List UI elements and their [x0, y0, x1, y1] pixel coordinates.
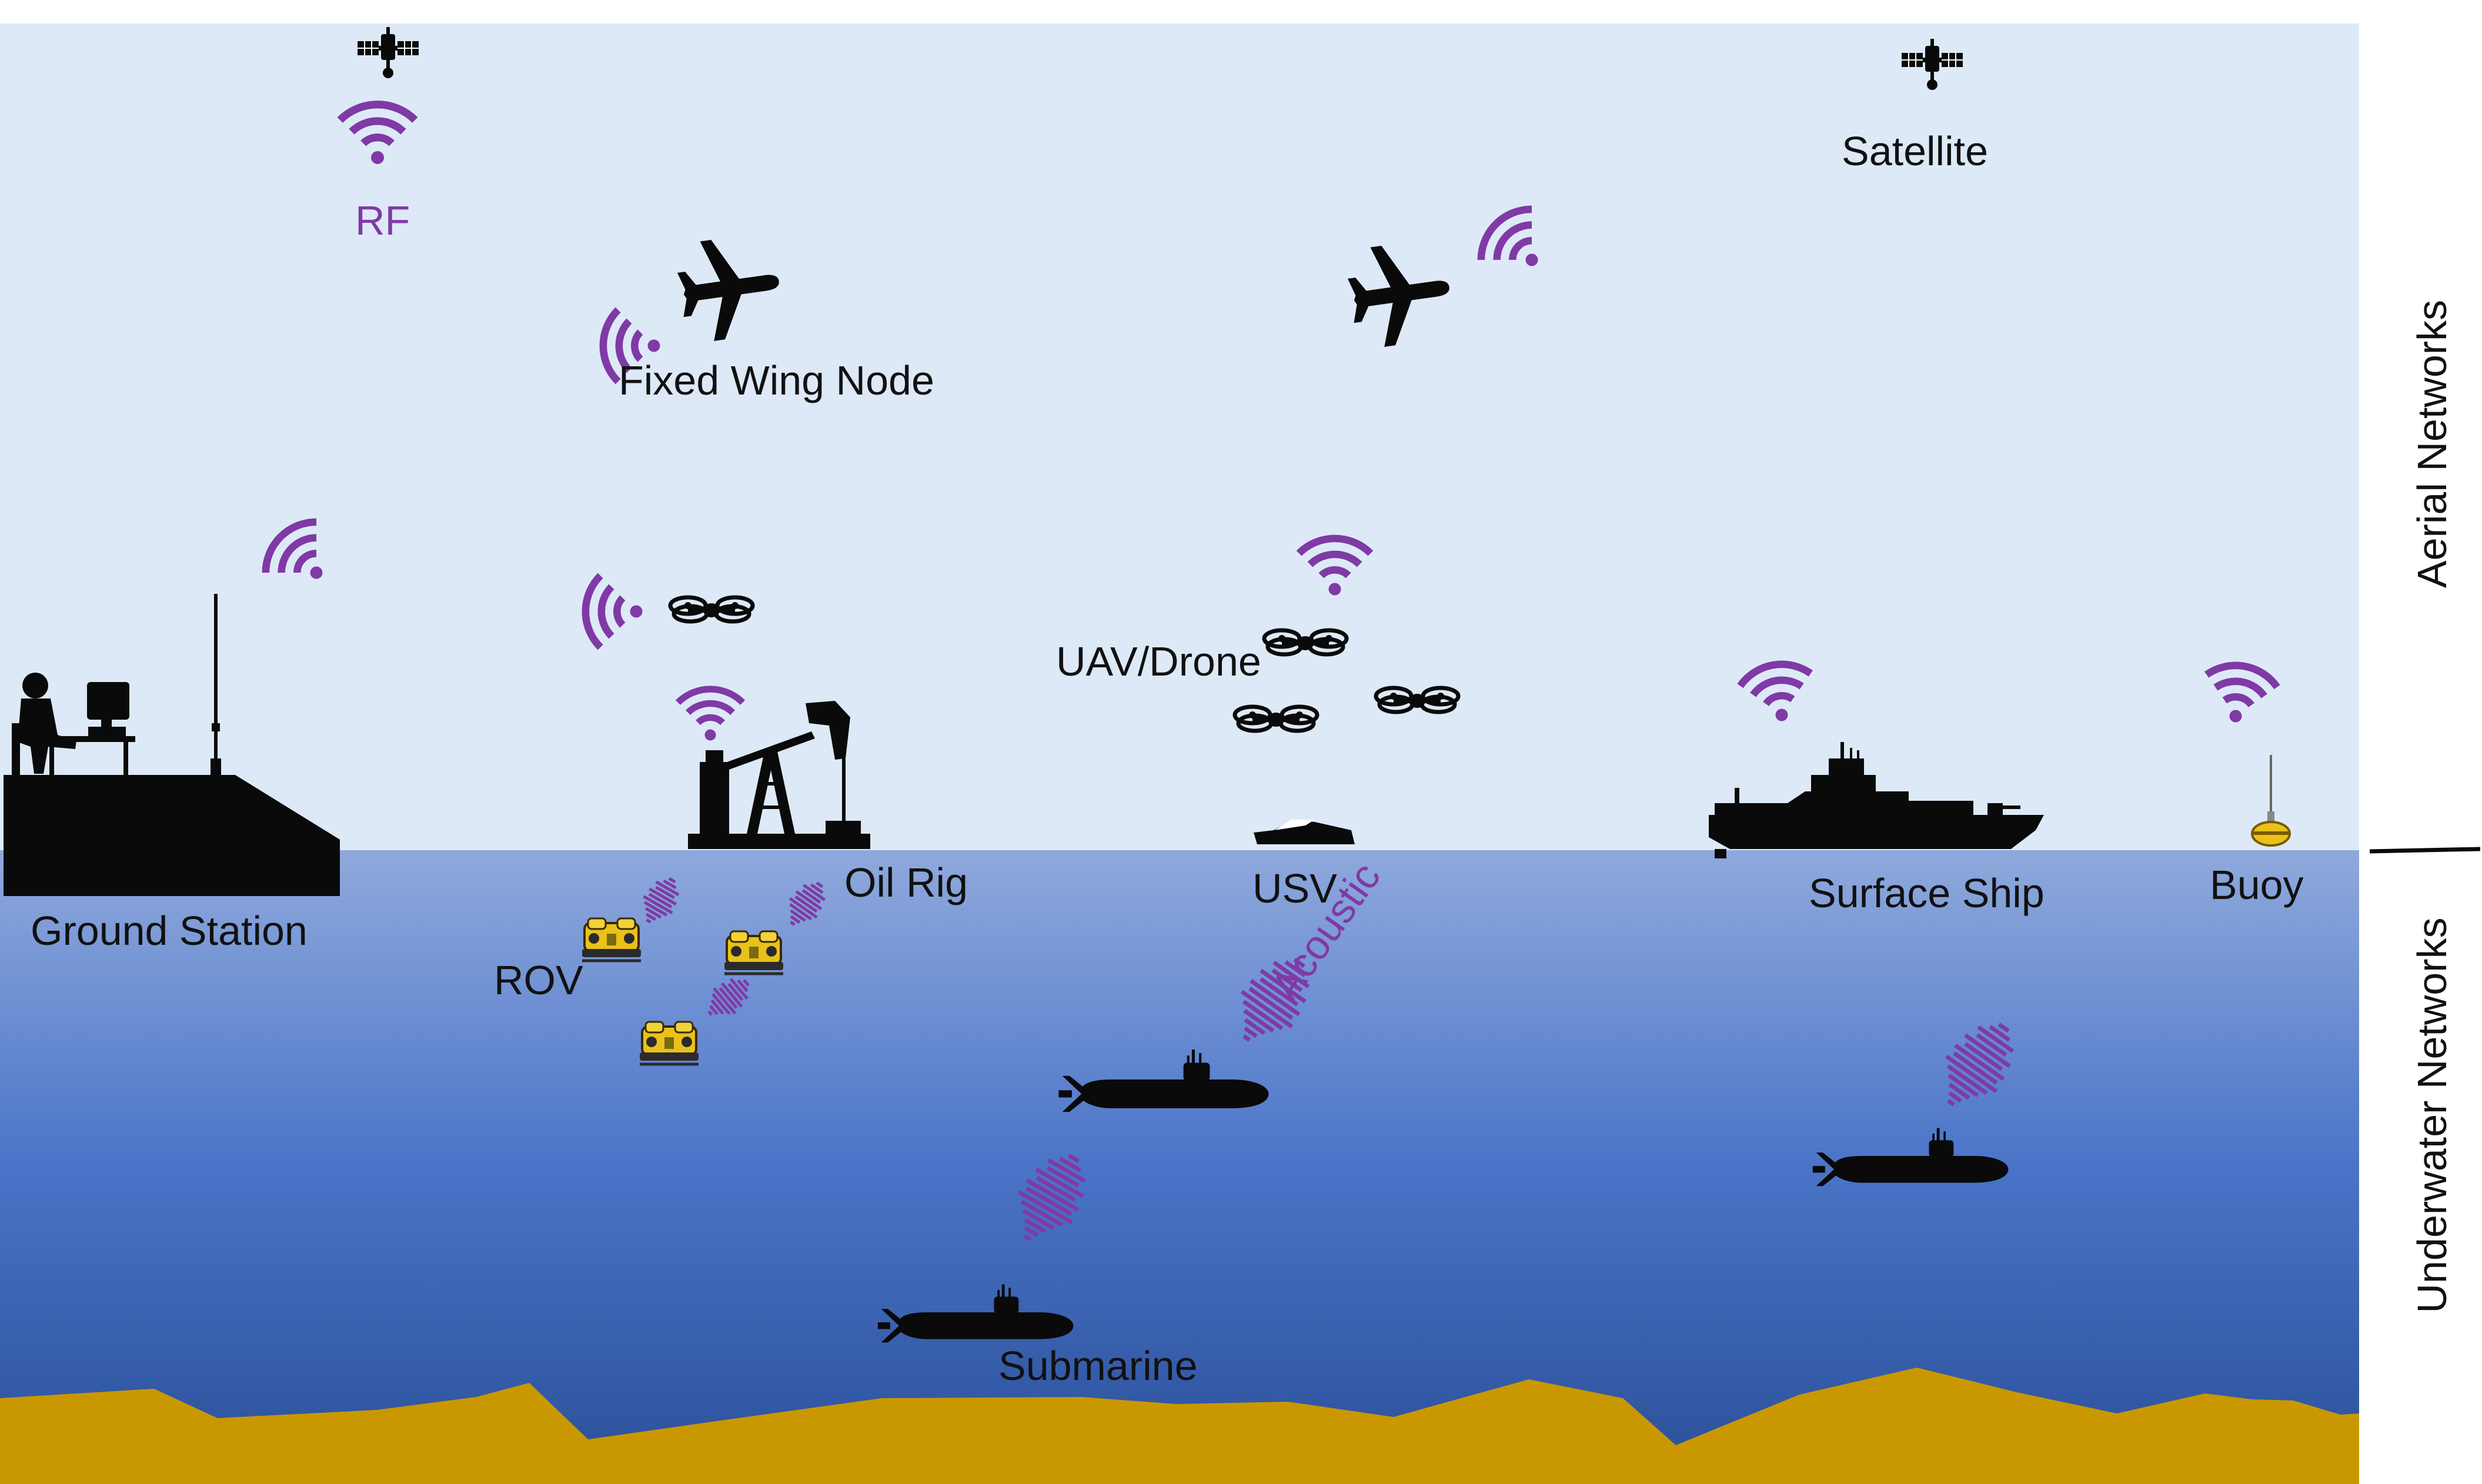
rov-icon [640, 1022, 699, 1064]
buoy-label: Buoy [2210, 862, 2304, 908]
ship-icon [1709, 742, 2044, 858]
sky-background [0, 24, 2359, 850]
oil-rig-label: Oil Rig [844, 860, 968, 905]
fixed-wing-node-label: Fixed Wing Node [619, 357, 934, 403]
aerial-networks-label: Aerial Networks [2409, 299, 2455, 589]
rov-icon [724, 931, 783, 974]
buoy-icon [2251, 755, 2291, 847]
pumpjack-icon [688, 701, 870, 849]
seabed [0, 1368, 2359, 1484]
satellite-label: Satellite [1842, 128, 1989, 174]
rov-label: ROV [494, 957, 583, 1003]
ground-station-label: Ground Station [31, 908, 308, 954]
ground-station-platform [4, 594, 340, 896]
submarine-label: Submarine [998, 1343, 1198, 1389]
uav-drone-label: UAV/Drone [1056, 639, 1261, 684]
layer-divider [2369, 847, 2481, 854]
rf-label: RF [355, 198, 410, 243]
underwater-networks-label: Underwater Networks [2409, 917, 2455, 1313]
usv-label: USV [1252, 865, 1337, 911]
speedboat-icon [1254, 820, 1355, 844]
surface-ship-label: Surface Ship [1809, 870, 2045, 916]
rov-icon [582, 918, 641, 961]
